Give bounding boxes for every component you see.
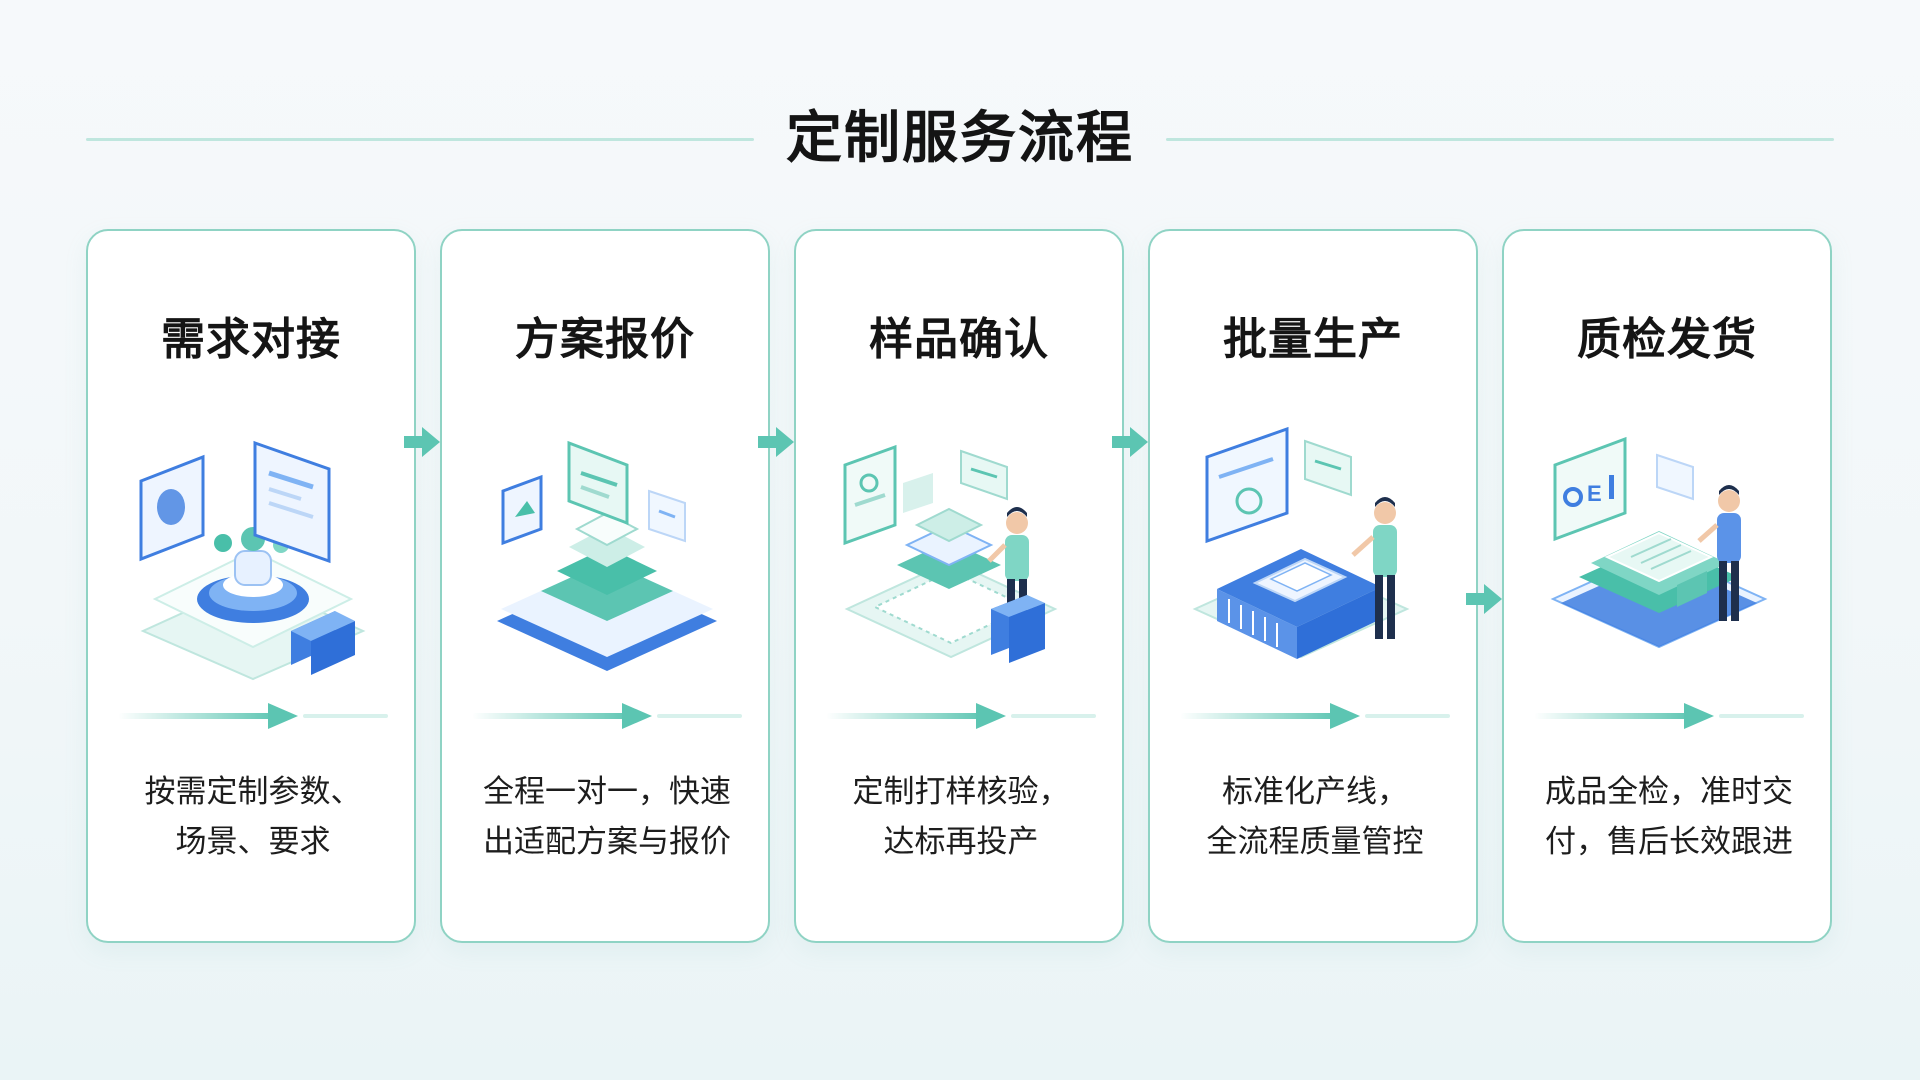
step-card-inspection-shipping: 质检发货 E: [1502, 229, 1832, 943]
sample-confirm-icon: [843, 444, 1058, 663]
step-card-quotation: 方案报价: [440, 229, 770, 943]
step-description-line: 按需定制参数、: [144, 774, 362, 810]
step-card-sample: 样品确认: [794, 229, 1124, 943]
flow-arrow-icon: [1180, 703, 1450, 729]
title-divider-left: [86, 138, 754, 141]
connector-arrow-icon: [1112, 427, 1148, 457]
step-description-line: 全流程质量管控: [1206, 824, 1424, 860]
connector-arrow-icon: [1466, 584, 1502, 614]
step-title: 批量生产: [1223, 314, 1403, 365]
step-title: 质检发货: [1577, 314, 1757, 365]
step-description: 按需定制参数、 场景、要求: [114, 767, 392, 867]
quality-inspection-shipping-icon: E: [1550, 436, 1768, 649]
step-description: 定制打样核验， 达标再投产: [822, 767, 1100, 867]
step-description-line: 付，售后长效跟进: [1545, 824, 1793, 860]
step-description-line: 出适配方案与报价: [483, 824, 731, 860]
step-title: 方案报价: [515, 314, 695, 365]
step-card-requirements: 需求对接: [86, 229, 416, 943]
process-steps: 需求对接: [86, 229, 1834, 947]
step-description-line: 全程一对一，快速: [483, 774, 731, 810]
step-description-line: 标准化产线，: [1222, 774, 1408, 810]
step-description-line: 场景、要求: [175, 824, 331, 860]
mass-production-icon: [1192, 426, 1410, 659]
page-header: 定制服务流程: [86, 100, 1834, 180]
connector-arrow-icon: [758, 427, 794, 457]
connector-arrow-icon: [404, 427, 440, 457]
step-title: 样品确认: [869, 314, 1049, 365]
requirement-meeting-icon: [139, 440, 366, 681]
svg-text:E: E: [1587, 481, 1602, 506]
step-description: 标准化产线， 全流程质量管控: [1176, 767, 1454, 867]
flow-arrow-icon: [1534, 703, 1804, 729]
step-title: 需求对接: [161, 314, 341, 365]
step-description-line: 定制打样核验，: [852, 774, 1070, 810]
title-divider-right: [1166, 138, 1834, 141]
step-description: 成品全检，准时交 付，售后长效跟进: [1530, 767, 1808, 867]
step-description-line: 达标再投产: [883, 824, 1039, 860]
step-description-line: 成品全检，准时交: [1545, 774, 1793, 810]
page-title: 定制服务流程: [786, 106, 1134, 171]
step-card-production: 批量生产: [1148, 229, 1478, 943]
flow-arrow-icon: [118, 703, 388, 729]
solution-quote-icon: [497, 440, 717, 671]
flow-arrow-icon: [826, 703, 1096, 729]
flow-arrow-icon: [472, 703, 742, 729]
step-description: 全程一对一，快速 出适配方案与报价: [468, 767, 746, 867]
